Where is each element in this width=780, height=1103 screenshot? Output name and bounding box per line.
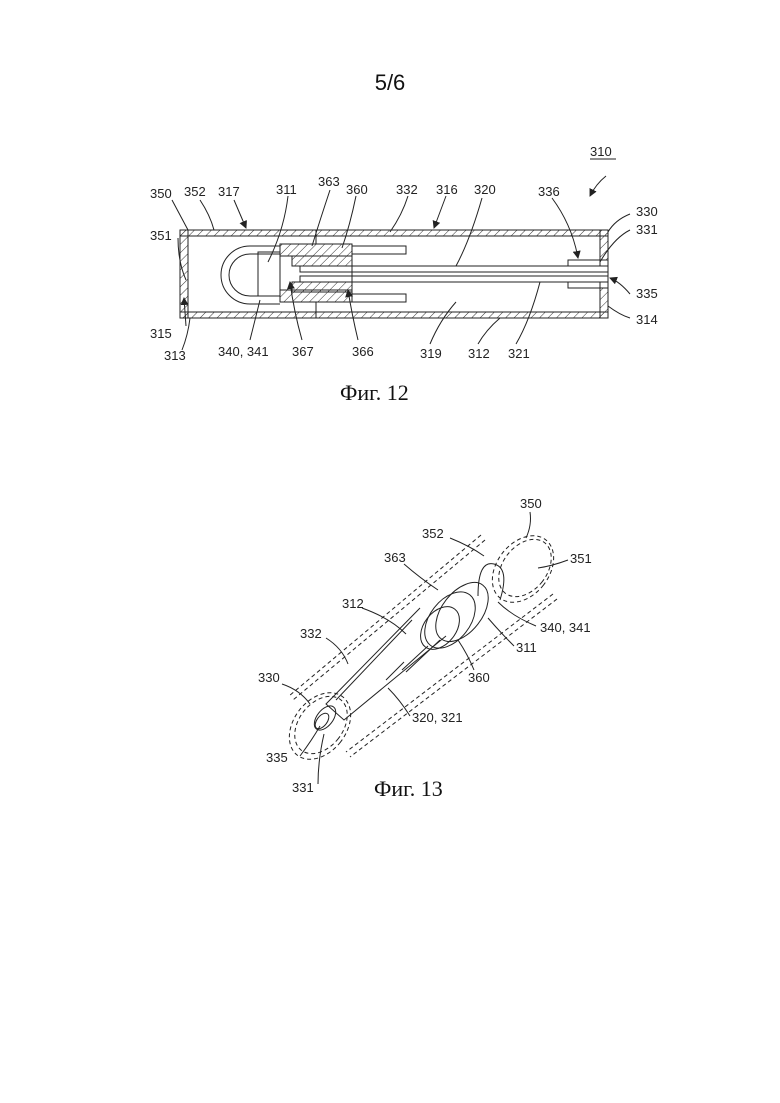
label-319: 319 (420, 346, 442, 361)
label-313: 313 (164, 348, 186, 363)
label-351: 351 (150, 228, 172, 243)
fig13-label-311: 311 (516, 640, 537, 655)
housing-walls (180, 230, 608, 318)
label-320: 320 (474, 182, 496, 197)
figure-13-labels: 350 352 351 363 312 340, 341 332 311 330… (258, 496, 592, 795)
fig13-label-351: 351 (570, 551, 592, 566)
fig13-label-331: 331 (292, 780, 314, 795)
label-311: 311 (276, 182, 297, 197)
fig13-label-340-341: 340, 341 (540, 620, 591, 635)
figure-12-caption: Фиг. 12 (340, 380, 409, 406)
label-360: 360 (346, 182, 368, 197)
fig13-label-320-321: 320, 321 (412, 710, 463, 725)
label-330: 330 (636, 204, 658, 219)
label-350: 350 (150, 186, 172, 201)
fig13-label-352: 352 (422, 526, 444, 541)
figure-13-caption: Фиг. 13 (374, 776, 443, 802)
label-316: 316 (436, 182, 458, 197)
label-336: 336 (538, 184, 560, 199)
label-331: 331 (636, 222, 658, 237)
figure-13-drawing: 350 352 351 363 312 340, 341 332 311 330… (258, 496, 592, 795)
label-315: 315 (150, 326, 172, 341)
label-352: 352 (184, 184, 206, 199)
fig13-label-350: 350 (520, 496, 542, 511)
label-366: 366 (352, 344, 374, 359)
label-317: 317 (218, 184, 240, 199)
label-332: 332 (396, 182, 418, 197)
label-312: 312 (468, 346, 490, 361)
fig13-label-360: 360 (468, 670, 490, 685)
fig13-label-335: 335 (266, 750, 288, 765)
fig13-label-332: 332 (300, 626, 322, 641)
label-314: 314 (636, 312, 658, 327)
fig13-label-312: 312 (342, 596, 364, 611)
label-321: 321 (508, 346, 530, 361)
label-340-341: 340, 341 (218, 344, 269, 359)
fig13-label-363: 363 (384, 550, 406, 565)
label-335: 335 (636, 286, 658, 301)
label-310: 310 (590, 144, 612, 159)
label-363: 363 (318, 174, 340, 189)
figure-12-drawing: 310 350 352 317 311 363 360 332 316 320 … (150, 144, 658, 363)
label-367: 367 (292, 344, 314, 359)
fig13-label-330: 330 (258, 670, 280, 685)
